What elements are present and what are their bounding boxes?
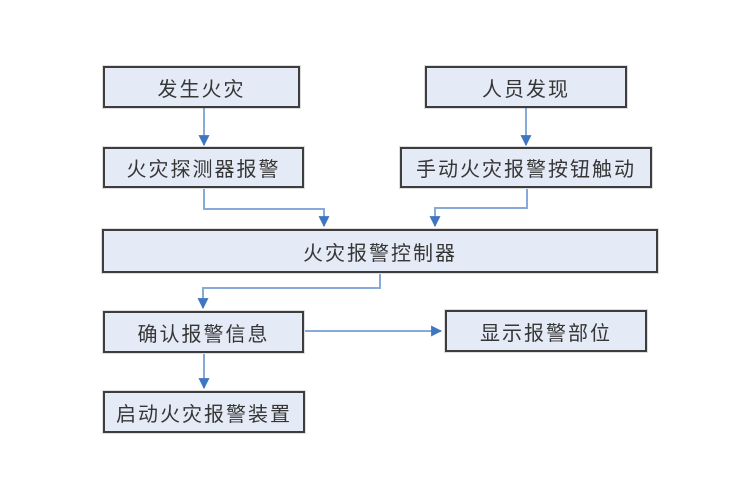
node-start-device-label: 启动火灾报警装置 [116, 401, 292, 426]
node-detector-alarm-label: 火灾探测器报警 [126, 157, 281, 181]
node-start-device: 启动火灾报警装置 [103, 391, 305, 433]
node-detector-alarm: 火灾探测器报警 [103, 147, 304, 188]
node-personnel-discover: 人员发现 [425, 66, 627, 108]
node-alarm-controller-label: 火灾报警控制器 [303, 240, 457, 265]
node-manual-button: 手动火灾报警按钮触动 [400, 147, 652, 188]
node-fire-occurs: 发生火灾 [103, 66, 300, 108]
node-confirm-info: 确认报警信息 [103, 311, 304, 353]
node-alarm-controller: 火灾报警控制器 [102, 229, 658, 273]
node-fire-occurs-label: 发生火灾 [157, 76, 246, 101]
edge-manual-button-to-alarm-controller [429, 189, 528, 228]
edge-detector-alarm-to-alarm-controller [203, 189, 330, 228]
node-display-location-label: 显示报警部位 [480, 320, 612, 345]
node-confirm-info-label: 确认报警信息 [137, 321, 270, 346]
node-personnel-discover-label: 人员发现 [482, 76, 570, 101]
edge-alarm-controller-to-confirm-info [197, 274, 381, 310]
node-display-location: 显示报警部位 [445, 310, 647, 352]
node-manual-button-label: 手动火灾报警按钮触动 [416, 157, 636, 181]
